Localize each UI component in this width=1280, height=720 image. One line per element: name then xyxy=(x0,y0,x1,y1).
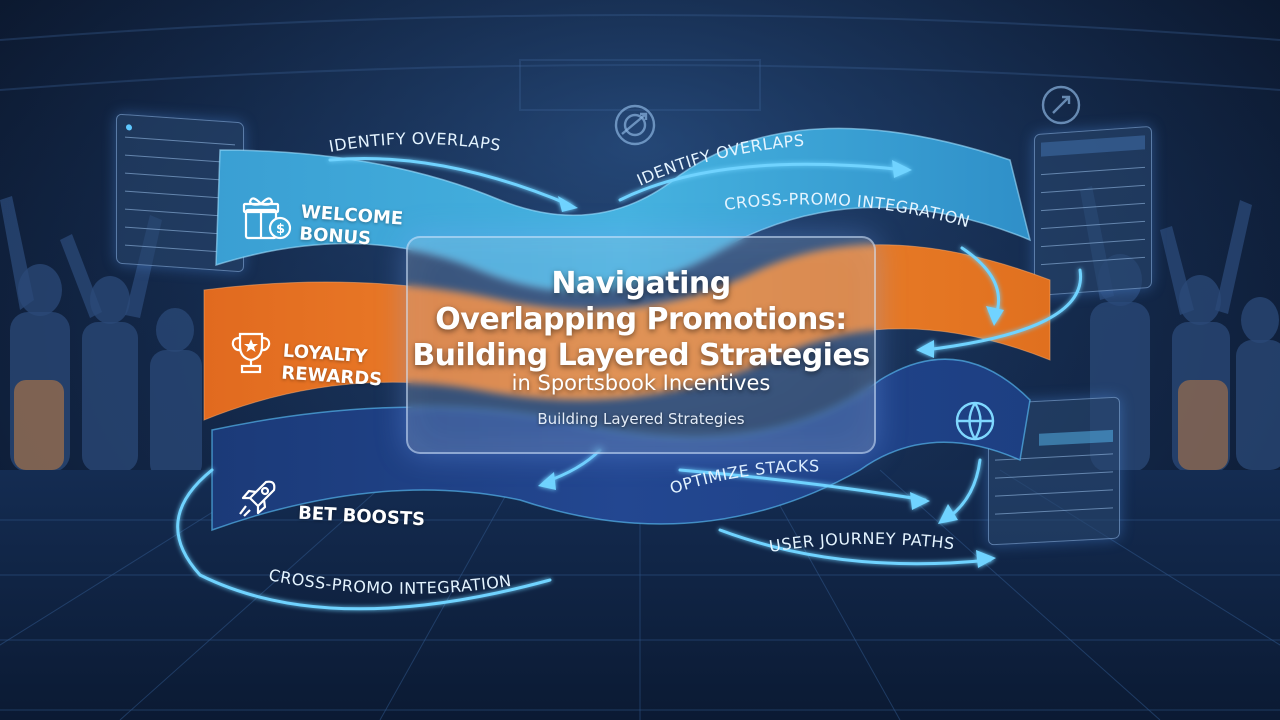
svg-text:$: $ xyxy=(276,222,285,237)
flow-arrow-top-right xyxy=(618,162,907,202)
label-user-journey: USER JOURNEY PATHS xyxy=(768,529,956,556)
label-cross-promo-bottom: CROSS-PROMO INTEGRATION xyxy=(267,565,513,598)
arrowhead xyxy=(938,504,958,524)
title-card: Navigating Overlapping Promotions: Build… xyxy=(406,236,876,454)
arrowhead xyxy=(558,196,578,212)
card-subtitle: in Sportsbook Incentives xyxy=(511,371,771,395)
card-tagline: Building Layered Strategies xyxy=(537,410,745,428)
flow-arrow-loop xyxy=(176,468,552,611)
arrowhead xyxy=(892,160,912,178)
table-lines-icon xyxy=(1041,135,1145,266)
flow-arrow-right-back xyxy=(923,268,1083,352)
gift-dollar-icon: $ xyxy=(242,197,292,240)
trophy-star-icon xyxy=(231,332,271,374)
globe-icon xyxy=(955,401,995,441)
arrowhead xyxy=(916,340,934,358)
rocket-icon xyxy=(239,480,276,517)
welcome-bonus-label: WELCOME BONUS xyxy=(299,201,404,252)
arrowhead xyxy=(976,550,996,568)
title-line1: Navigating xyxy=(551,266,731,301)
label-optimize-stacks: OPTIMIZE STACKS xyxy=(667,456,819,497)
title-line2: Overlapping Promotions: xyxy=(435,302,847,337)
title-line3: Building Layered Strategies xyxy=(412,338,870,373)
flow-arrow-top-left xyxy=(328,157,572,207)
target-arrow-icon xyxy=(614,104,656,146)
arrowhead xyxy=(910,492,930,510)
dashboard-screen-right xyxy=(1034,125,1152,297)
label-cross-promo-top: CROSS-PROMO INTEGRATION xyxy=(723,189,972,231)
table-lines-icon xyxy=(995,429,1113,515)
dashboard-screen-bottom-right xyxy=(988,396,1120,546)
arrowhead xyxy=(986,306,1004,326)
loyalty-rewards-label: LOYALTY REWARDS xyxy=(281,341,385,392)
flow-arrow-journey xyxy=(718,528,992,566)
card-title: Navigating Overlapping Promotions: Build… xyxy=(408,266,874,374)
label-identify-overlaps-left: IDENTIFY OVERLAPS xyxy=(327,129,502,156)
flow-arrow-optimize xyxy=(678,468,927,502)
arrowhead xyxy=(538,472,556,490)
rocket-badge-icon xyxy=(1041,85,1081,125)
